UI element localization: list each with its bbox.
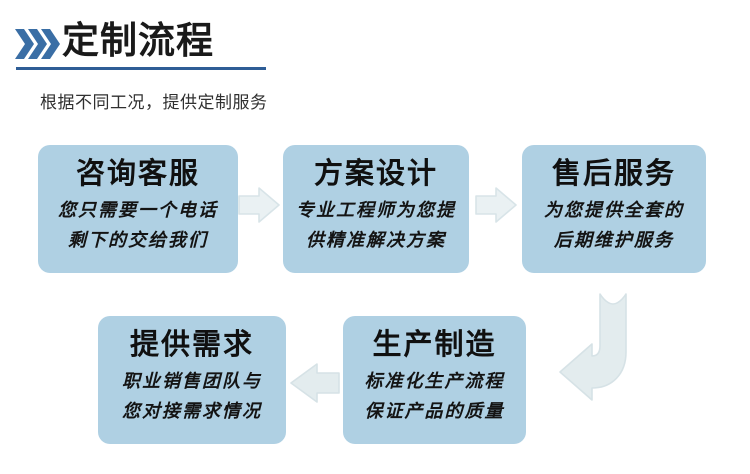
title-underline-divider (16, 67, 266, 70)
flow-step-demand[interactable]: 提供需求 职业销售团队与 您对接需求情况 (98, 316, 286, 444)
triple-chevron-right-icon (15, 27, 61, 61)
page-subtitle: 根据不同工况，提供定制服务 (40, 93, 268, 112)
flow-step-design[interactable]: 方案设计 专业工程师为您提 供精准解决方案 (283, 145, 469, 273)
flow-step-line: 您对接需求情况 (122, 401, 262, 421)
flow-step-line: 专业工程师为您提 (296, 200, 456, 220)
flow-step-produce[interactable]: 生产制造 标准化生产流程 保证产品的质量 (343, 316, 526, 444)
flow-step-line: 后期维护服务 (554, 230, 674, 250)
flow-step-line: 职业销售团队与 (122, 371, 262, 391)
flow-step-title: 提供需求 (129, 329, 254, 361)
flow-step-line: 保证产品的质量 (364, 401, 505, 421)
flow-step-title: 咨询客服 (75, 158, 200, 190)
page-header: 定制流程 根据不同工况，提供定制服务 (0, 0, 750, 112)
flow-step-title: 方案设计 (313, 158, 438, 190)
page-title: 定制流程 (62, 20, 214, 61)
flow-step-aftersale[interactable]: 售后服务 为您提供全套的 后期维护服务 (522, 145, 706, 273)
arrow-uturn-down-left-icon (556, 290, 650, 408)
flow-step-line: 为您提供全套的 (544, 200, 684, 220)
arrow-left-icon (289, 362, 341, 404)
flow-step-line: 您只需要一个电话 (58, 200, 218, 220)
flow-step-line: 剩下的交给我们 (68, 230, 208, 250)
flow-step-title: 售后服务 (551, 158, 676, 190)
flow-step-line: 供精准解决方案 (306, 230, 446, 250)
arrow-right-icon (237, 186, 281, 224)
arrow-right-icon (474, 186, 518, 224)
flow-step-line: 标准化生产流程 (364, 371, 505, 391)
flow-step-consult[interactable]: 咨询客服 您只需要一个电话 剩下的交给我们 (38, 145, 238, 273)
flow-step-title: 生产制造 (372, 329, 497, 361)
